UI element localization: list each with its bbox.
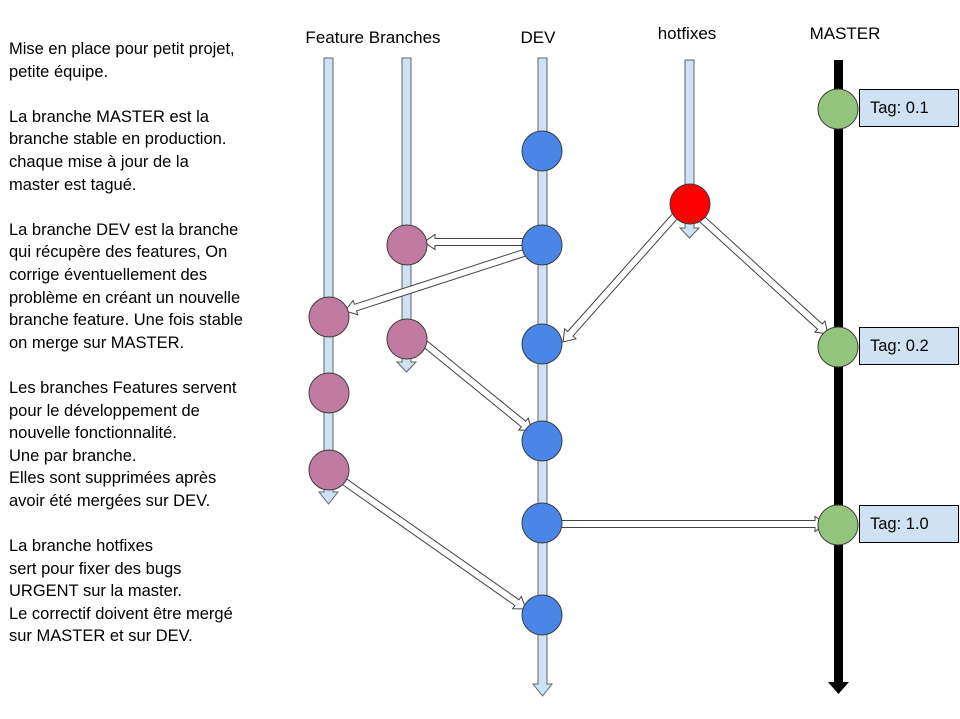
description-line: pour le développement de	[9, 401, 200, 420]
description-line: La branche MASTER est la	[9, 107, 209, 126]
merge-arrows	[339, 211, 829, 610]
description-line: qui récupère des features, On	[9, 243, 228, 262]
description-line: master est tagué.	[9, 175, 137, 194]
master-commit	[817, 88, 859, 130]
master-commit	[817, 326, 859, 368]
description-line: nouvelle fonctionnalité.	[9, 424, 177, 443]
feature-branch-2-line	[395, 57, 418, 373]
commits	[308, 88, 859, 636]
arrow-dev-to-feature-2	[423, 233, 529, 251]
feature-commit	[308, 296, 350, 338]
description-line: Une par branche.	[9, 446, 137, 465]
arrow-dev-to-master	[554, 515, 827, 533]
dev-commit	[521, 502, 563, 544]
hotfix-commit	[669, 183, 711, 225]
feature-commit	[386, 318, 428, 360]
dev-label: DEV	[520, 28, 556, 47]
description-line: sur MASTER et sur DEV.	[9, 627, 193, 646]
description-line: branche stable en production.	[9, 130, 227, 149]
tag-label: Tag: 1.0	[859, 505, 959, 543]
description-line: avoir été mergées sur DEV.	[9, 491, 211, 510]
description-line: petite équipe.	[9, 62, 109, 81]
description-line: La branche DEV est la branche	[9, 220, 239, 239]
description-line: Les branches Features servent	[9, 378, 237, 397]
arrow-hotfix-to-dev	[562, 211, 680, 343]
branch-lines	[317, 57, 849, 697]
dev-commit	[521, 594, 563, 636]
description-paragraph-2: La branche MASTER est la branche stable …	[9, 106, 299, 196]
arrow-feature-2-to-dev	[415, 334, 533, 432]
tag-label: Tag: 0.1	[859, 89, 959, 127]
description-line: problème en créant un nouvelle	[9, 288, 241, 307]
feature-commit	[386, 224, 428, 266]
master-branch-line	[828, 60, 849, 694]
hotfixes-label: hotfixes	[657, 24, 717, 43]
feature-branches-label: Feature Branches	[305, 28, 441, 47]
feature-commit	[308, 449, 350, 491]
master-label: MASTER	[809, 24, 881, 43]
description-line: branche feature. Une fois stable	[9, 311, 243, 330]
master-commit	[817, 504, 859, 546]
description-line: chaque mise à jour de la	[9, 152, 189, 171]
description-line: URGENT sur la master.	[9, 582, 182, 601]
arrow-hotfix-to-master	[698, 215, 829, 335]
description-line: corrige éventuellement des	[9, 265, 208, 284]
description-line: La branche hotfixes	[9, 537, 154, 556]
description-text: Mise en place pour petit projet, petite …	[9, 38, 299, 671]
dev-commit	[521, 420, 563, 462]
description-line: Le correctif doivent être mergé	[9, 604, 233, 623]
feature-branch-1-line	[317, 57, 340, 505]
description-line: sert pour fixer des bugs	[9, 559, 182, 578]
dev-commit	[521, 130, 563, 172]
description-paragraph-1: Mise en place pour petit projet, petite …	[9, 38, 299, 83]
arrow-feature-1-to-dev	[339, 476, 527, 610]
description-line: Mise en place pour petit projet,	[9, 40, 235, 58]
description-paragraph-4: Les branches Features servent pour le dé…	[9, 377, 299, 513]
tag-label: Tag: 0.2	[859, 327, 959, 365]
dev-commit	[521, 224, 563, 266]
arrow-dev-to-feature-1	[344, 247, 532, 316]
hotfix-branch-line	[678, 59, 701, 239]
dev-commit	[521, 323, 563, 365]
description-line: Elles sont supprimées après	[9, 469, 217, 488]
feature-commit	[308, 372, 350, 414]
description-line: on merge sur MASTER.	[9, 333, 185, 352]
description-paragraph-5: La branche hotfixes sert pour fixer des …	[9, 535, 299, 648]
description-paragraph-3: La branche DEV est la branche qui récupè…	[9, 219, 299, 355]
